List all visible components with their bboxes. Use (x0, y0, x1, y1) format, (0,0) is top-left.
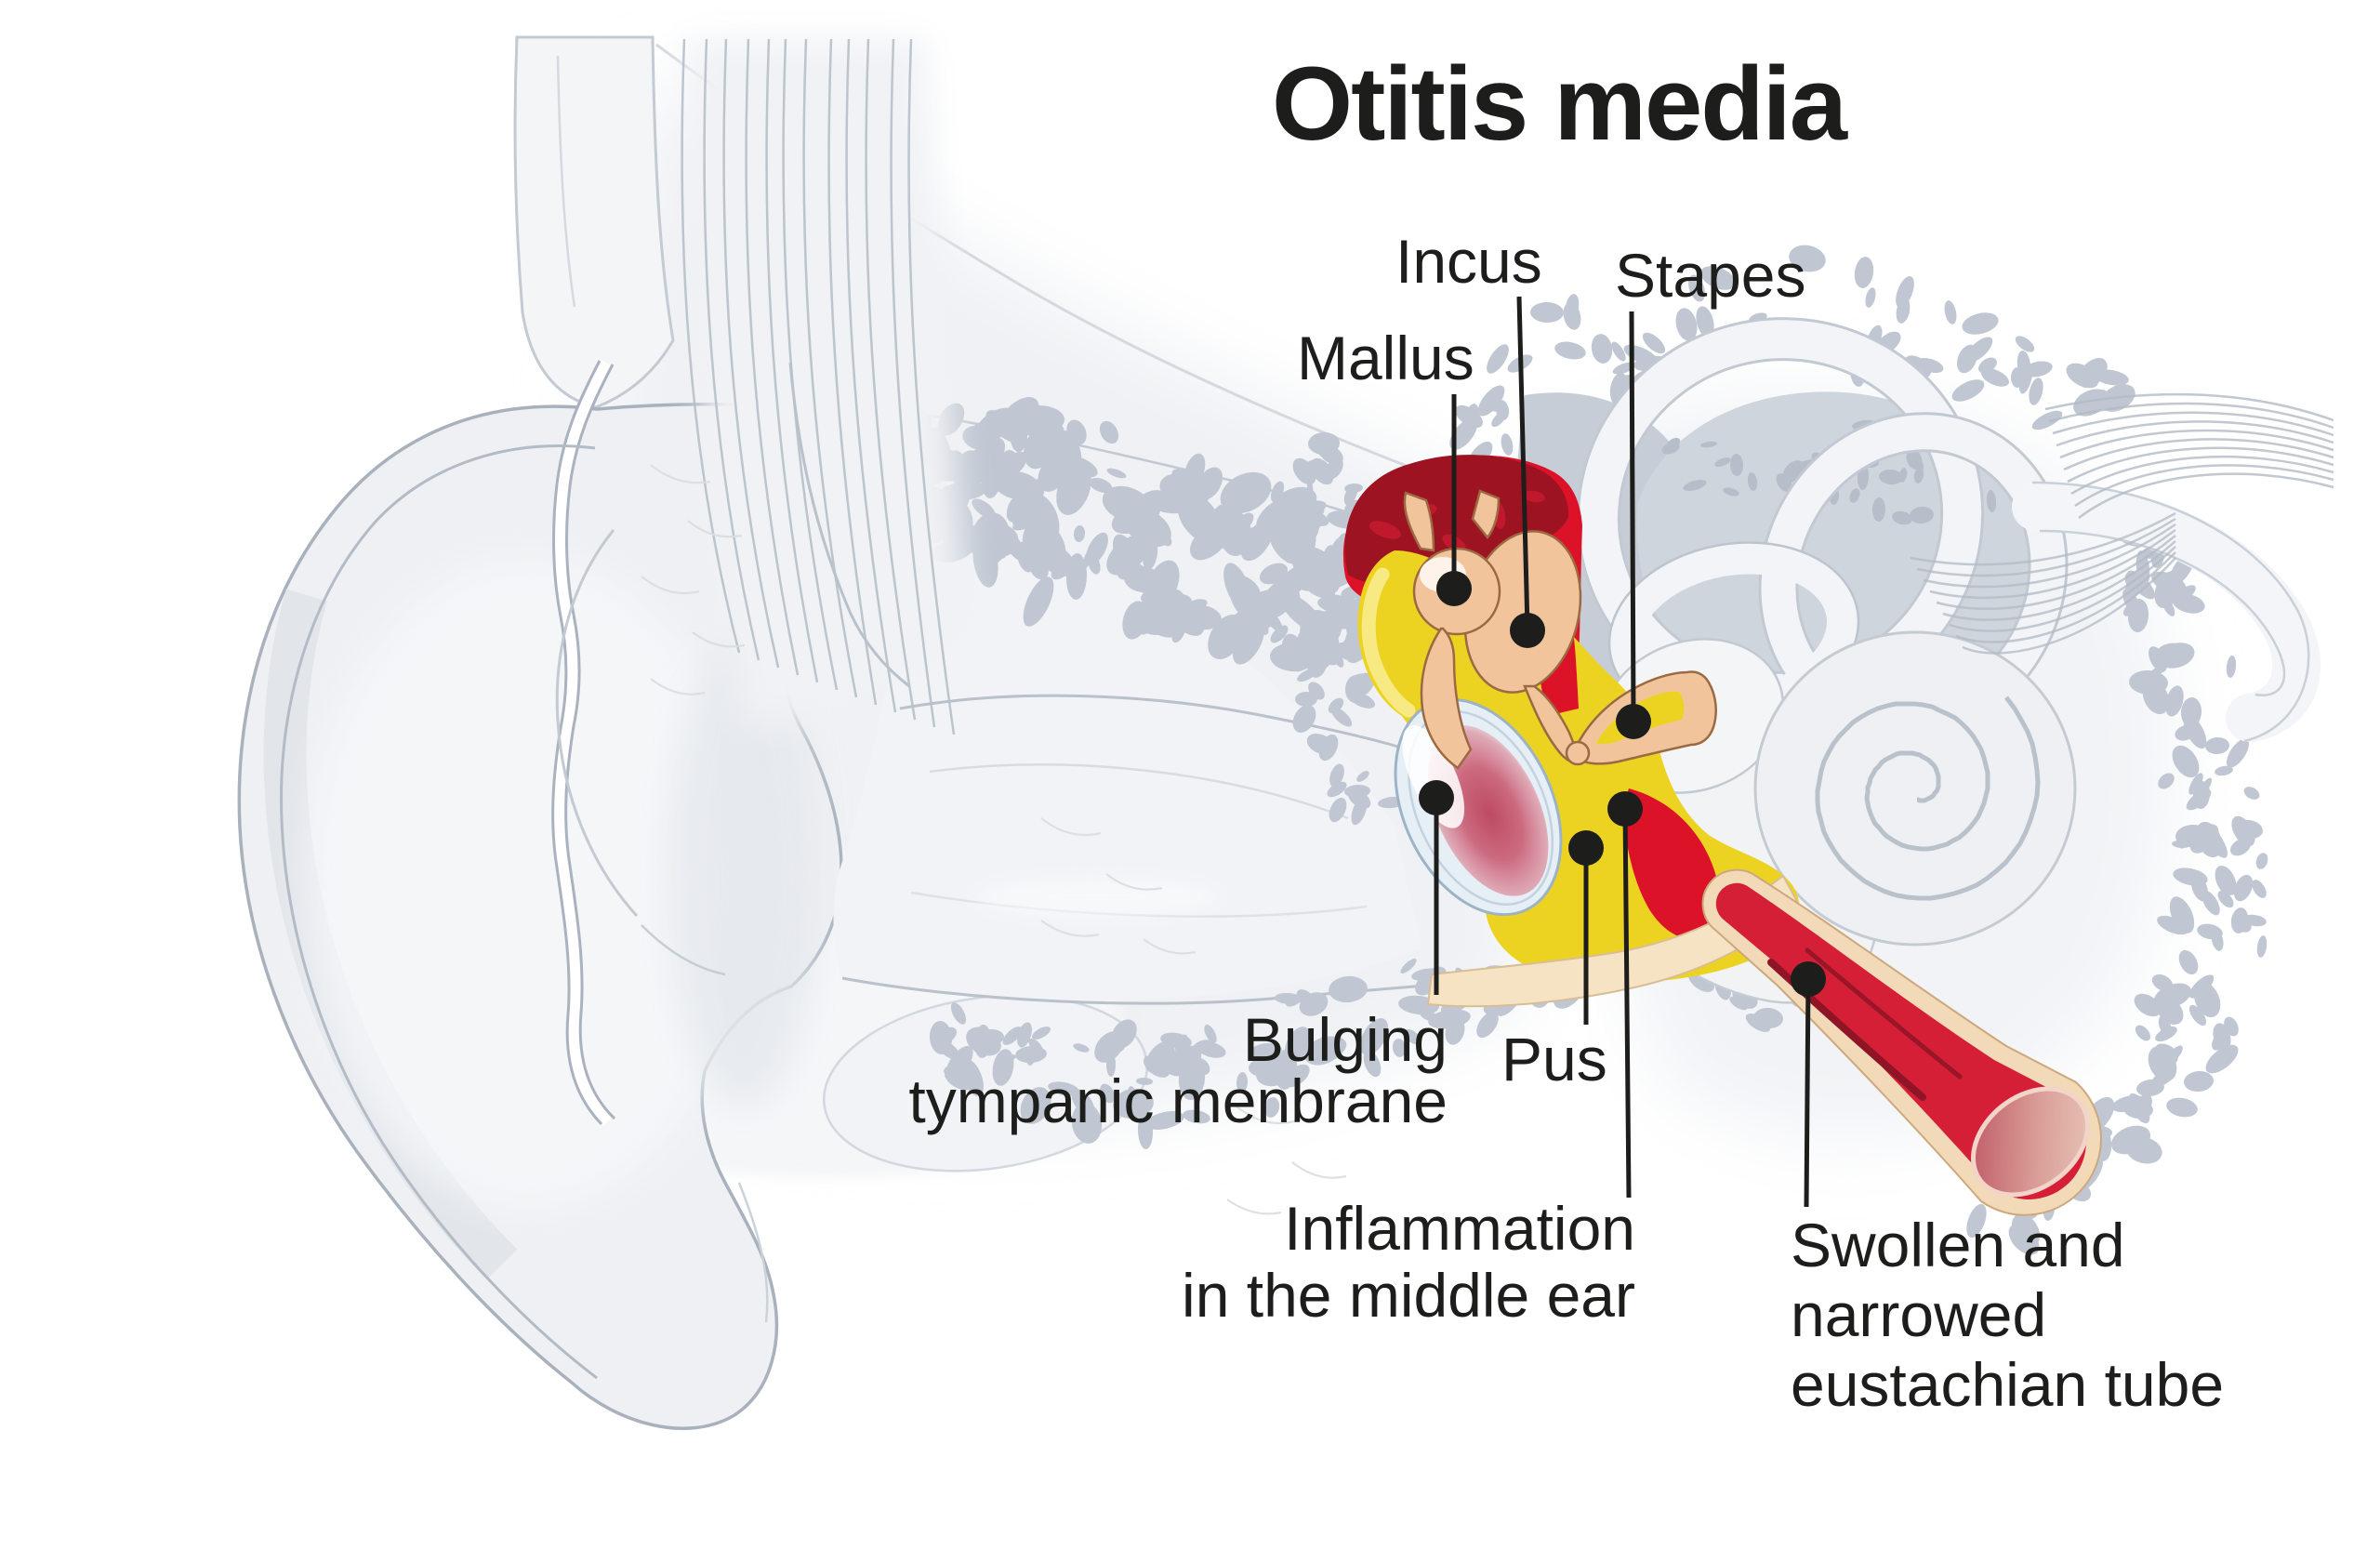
svg-text:tympanic menbrane: tympanic menbrane (908, 1066, 1448, 1135)
svg-text:Stapes: Stapes (1615, 241, 1805, 310)
svg-text:in the middle ear: in the middle ear (1182, 1261, 1635, 1330)
svg-text:Otitis media: Otitis media (1272, 46, 1848, 162)
svg-text:Incus: Incus (1395, 227, 1542, 296)
svg-text:Pus: Pus (1501, 1025, 1607, 1093)
svg-text:Bulging: Bulging (1243, 1005, 1448, 1074)
svg-text:narrowed: narrowed (1791, 1280, 2046, 1349)
svg-text:Swollen and: Swollen and (1791, 1211, 2125, 1279)
svg-text:Mallus: Mallus (1297, 324, 1474, 392)
svg-text:eustachian tube: eustachian tube (1791, 1350, 2224, 1419)
svg-text:Inflammation: Inflammation (1284, 1194, 1635, 1263)
